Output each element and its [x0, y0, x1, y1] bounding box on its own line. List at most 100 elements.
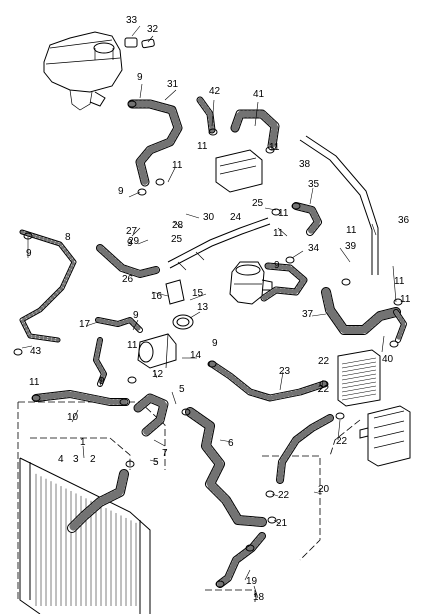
hose-35 — [292, 202, 322, 236]
clamp-5 — [208, 128, 218, 136]
clamp-0 — [127, 100, 137, 108]
coolant-pipe — [167, 217, 271, 271]
callout-11: 11 — [197, 141, 208, 152]
callout-36: 36 — [398, 215, 410, 226]
callout-12: 12 — [152, 369, 164, 380]
callout-1: 1 — [80, 437, 86, 448]
clamp-24 — [13, 348, 23, 356]
callout-11: 11 — [278, 208, 289, 219]
leader-22 — [21, 345, 33, 349]
clamp-20 — [393, 298, 403, 306]
tank-cap-seal — [124, 37, 155, 49]
callout-16: 16 — [151, 291, 163, 302]
callout-28: 28 — [172, 220, 184, 231]
leader-5 — [254, 101, 259, 127]
leader-26 — [153, 369, 158, 379]
clamp-13 — [267, 516, 277, 524]
leader-29 — [132, 319, 139, 331]
leader-14 — [371, 223, 377, 236]
callout-33: 33 — [126, 15, 138, 26]
leader-39 — [337, 419, 341, 441]
clamp-22 — [155, 178, 165, 186]
callout-11: 11 — [346, 225, 357, 236]
hose-34 — [260, 262, 308, 302]
hose-6 — [185, 407, 267, 527]
callout-23: 23 — [279, 366, 291, 377]
leader-31 — [71, 409, 79, 423]
callout-14: 14 — [190, 350, 202, 361]
leader-3 — [164, 89, 177, 101]
callout-9: 9 — [26, 248, 32, 259]
leader-30 — [99, 377, 103, 387]
leader-45 — [244, 569, 251, 581]
hose-19 — [216, 532, 266, 588]
leader-17 — [392, 265, 397, 303]
leader-0 — [139, 83, 143, 99]
thermostat-housing — [172, 314, 194, 330]
clamp-7 — [291, 202, 301, 210]
callout-22: 22 — [278, 490, 290, 501]
callout-35: 35 — [308, 179, 320, 190]
clamp-11 — [125, 460, 135, 468]
callout-38: 38 — [299, 159, 311, 170]
leader-37 — [321, 379, 324, 387]
callout-8: 8 — [65, 232, 71, 243]
callout-10: 10 — [67, 412, 79, 423]
clamp-17 — [319, 380, 329, 388]
leader-41 — [271, 493, 279, 497]
callout-17: 17 — [79, 319, 91, 330]
callout-22: 22 — [336, 436, 348, 447]
leader-7 — [131, 227, 141, 237]
leader-9 — [173, 221, 183, 229]
callout-11: 11 — [29, 377, 40, 388]
callout-11: 11 — [273, 228, 284, 239]
leader-16 — [339, 247, 351, 263]
bracket — [165, 279, 185, 305]
leader-43 — [273, 519, 281, 525]
clamp-9 — [285, 256, 295, 264]
clamp-3 — [119, 398, 129, 406]
leader-lines — [21, 25, 397, 599]
callout-25: 25 — [252, 198, 264, 209]
callout-labels: 1234556789999999910111111111111111111111… — [26, 15, 411, 603]
radiator — [19, 457, 151, 614]
callout-21: 21 — [276, 518, 288, 529]
callout-31: 31 — [167, 79, 179, 90]
hose-17 — [95, 317, 143, 333]
leader-6 — [128, 191, 141, 198]
clamp-21 — [389, 340, 399, 348]
heater-core — [359, 405, 411, 467]
leader-35 — [219, 439, 233, 443]
callout-3: 3 — [73, 454, 79, 465]
rigid-pipe-right — [299, 135, 379, 275]
callout-9: 9 — [127, 238, 133, 249]
leader-10 — [185, 213, 200, 219]
callout-22: 22 — [318, 384, 330, 395]
expansion-tank — [43, 31, 123, 111]
clamp-6 — [265, 146, 275, 154]
hose-11-right — [393, 309, 407, 343]
leader-20 — [167, 167, 176, 183]
clamp-12 — [265, 490, 275, 498]
hose-22 — [276, 414, 334, 484]
leader-40 — [279, 371, 284, 391]
callout-18: 18 — [253, 592, 265, 603]
callout-9: 9 — [133, 310, 139, 321]
callout-11: 11 — [127, 340, 138, 351]
hose-23 — [208, 360, 328, 402]
callout-24: 24 — [230, 212, 242, 223]
callout-11: 11 — [400, 294, 411, 305]
callout-37: 37 — [302, 309, 314, 320]
leader-34 — [149, 459, 158, 463]
leader-13 — [309, 187, 314, 205]
callout-9: 9 — [99, 376, 105, 387]
callout-11: 11 — [269, 142, 280, 153]
leader-38 — [317, 387, 323, 393]
leader-36 — [153, 439, 166, 447]
callout-27: 27 — [126, 226, 138, 237]
clamp-4 — [31, 394, 41, 402]
leader-44 — [253, 585, 259, 599]
hose-lower — [67, 469, 129, 533]
assembly-boundaries — [17, 401, 361, 602]
